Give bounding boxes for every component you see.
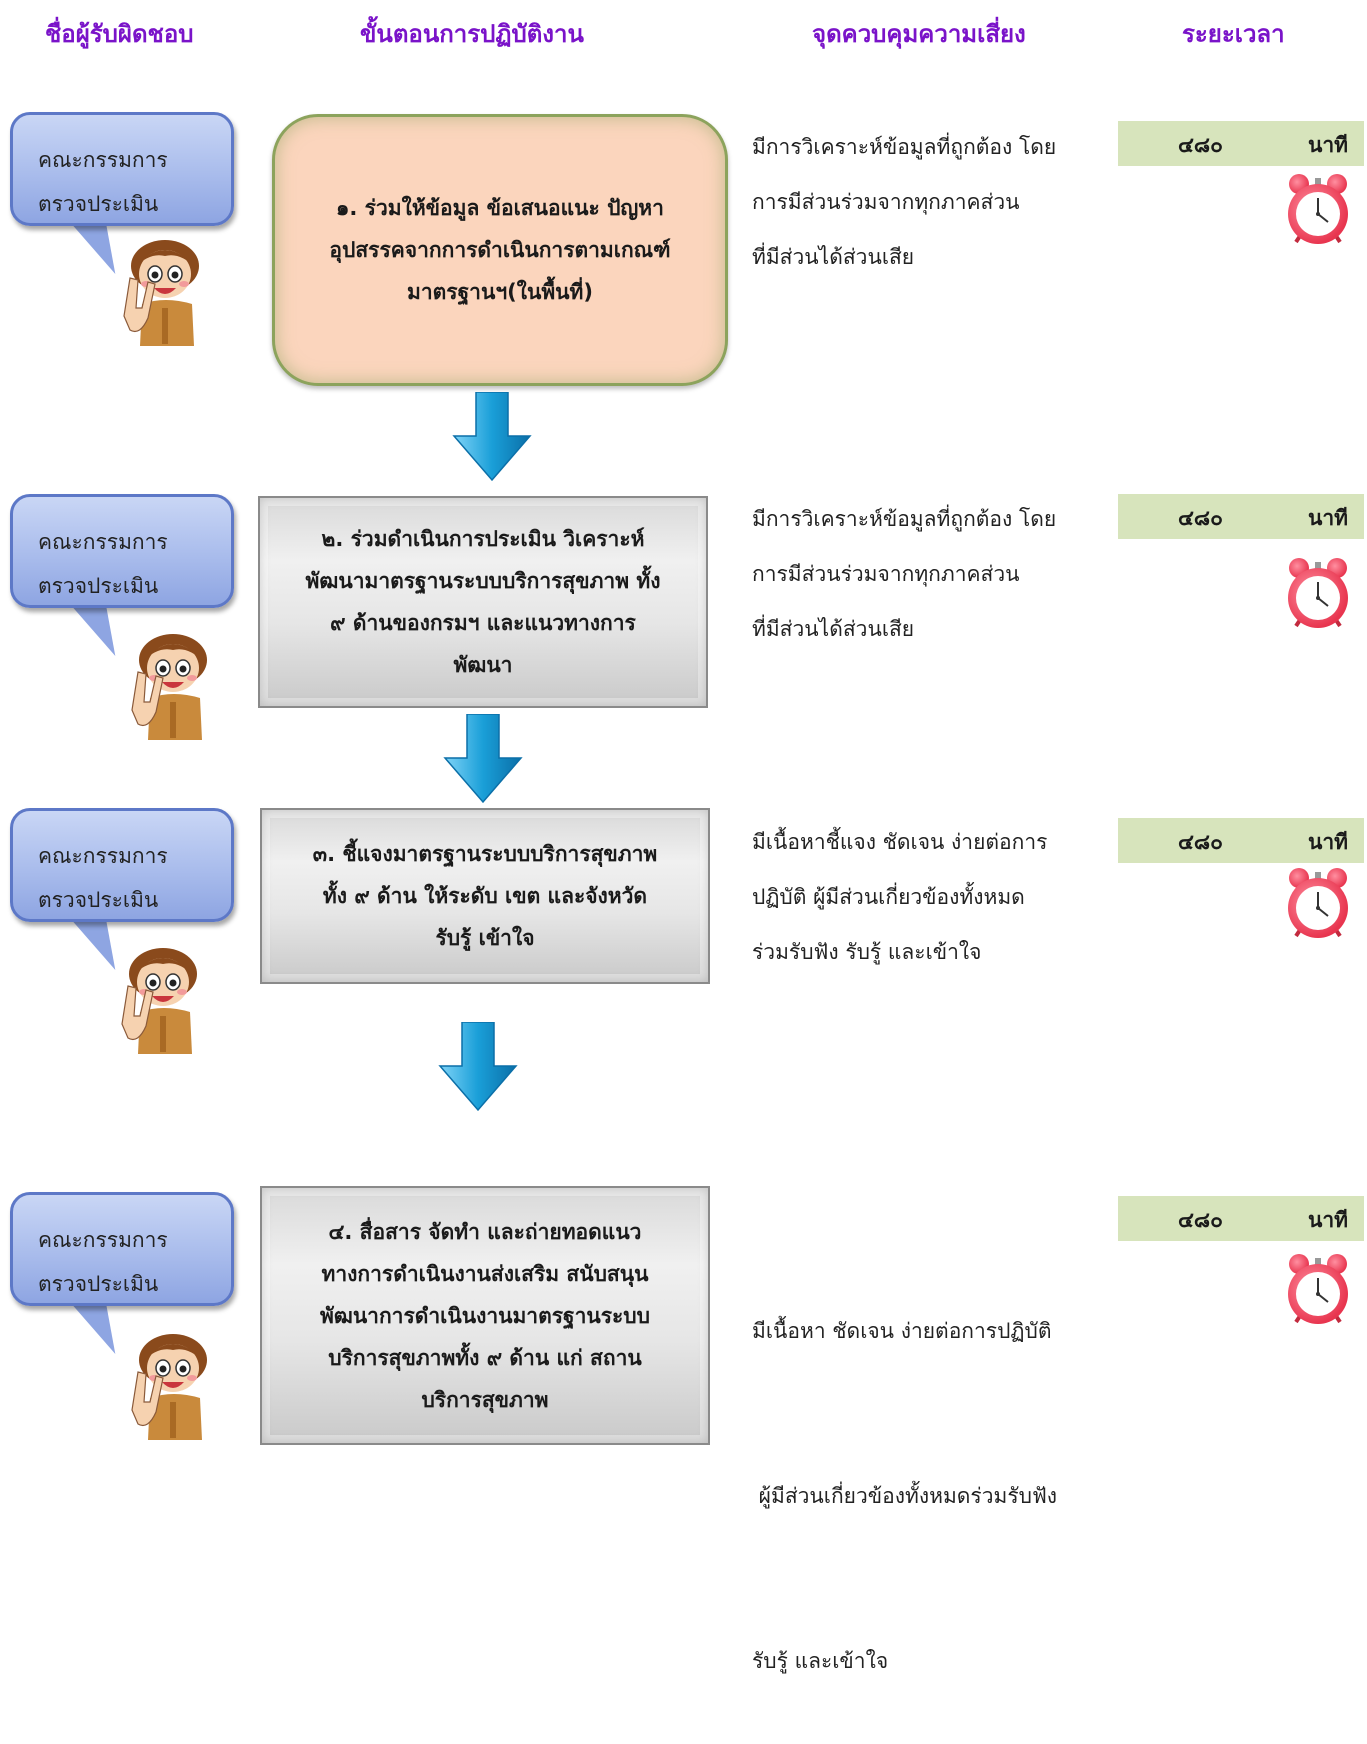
duration-band-2: ๔๘๐ นาที [1118, 494, 1364, 539]
duration-value: ๔๘๐ [1178, 133, 1223, 157]
alarm-clock-icon [1286, 866, 1350, 940]
header-duration: ระยะเวลา [1182, 20, 1285, 48]
duration-band-1: ๔๘๐ นาที [1118, 121, 1364, 166]
step-box-2: ๒. ร่วมดำเนินการประเมิน วิเคราะห์ พัฒนาม… [258, 496, 708, 708]
cartoon-girl-icon [131, 1333, 208, 1441]
responsible-label-1: คณะกรรมการ ตรวจประเมิน [38, 148, 168, 216]
duration-band-3: ๔๘๐ นาที [1118, 818, 1364, 863]
cartoon-girl-icon [123, 239, 200, 347]
down-arrow-icon [452, 392, 532, 482]
header-risk-control: จุดควบคุมความเสี่ยง [812, 20, 1026, 48]
duration-unit: นาที [1308, 1208, 1348, 1232]
duration-value: ๔๘๐ [1178, 506, 1223, 530]
header-steps: ขั้นตอนการปฏิบัติงาน [360, 20, 584, 48]
responsible-label-4: คณะกรรมการ ตรวจประเมิน [38, 1228, 168, 1296]
step-box-1: ๑. ร่วมให้ข้อมูล ข้อเสนอแนะ ปัญหา อุปสรร… [272, 114, 728, 386]
duration-unit: นาที [1308, 830, 1348, 854]
risk-control-4: มีเนื้อหา ชัดเจน ง่ายต่อการปฏิบัติ ผู้มี… [752, 1319, 1058, 1673]
duration-band-4: ๔๘๐ นาที [1118, 1196, 1364, 1241]
down-arrow-icon [443, 714, 523, 804]
alarm-clock-icon [1286, 172, 1350, 246]
risk-control-1: มีการวิเคราะห์ข้อมูลที่ถูกต้อง โดย การมี… [752, 135, 1057, 269]
duration-value: ๔๘๐ [1178, 830, 1223, 854]
risk-control-3: มีเนื้อหาชี้แจง ชัดเจน ง่ายต่อการ ปฏิบัต… [752, 830, 1048, 964]
alarm-clock-icon [1286, 1252, 1350, 1326]
cartoon-girl-icon [131, 633, 208, 741]
duration-unit: นาที [1308, 133, 1348, 157]
responsible-label-3: คณะกรรมการ ตรวจประเมิน [38, 844, 168, 912]
alarm-clock-icon [1286, 556, 1350, 630]
down-arrow-icon [438, 1022, 518, 1112]
responsible-label-2: คณะกรรมการ ตรวจประเมิน [38, 530, 168, 598]
risk-control-2: มีการวิเคราะห์ข้อมูลที่ถูกต้อง โดย การมี… [752, 507, 1057, 641]
duration-unit: นาที [1308, 506, 1348, 530]
step-box-3: ๓. ชี้แจงมาตรฐานระบบบริการสุขภาพ ทั้ง ๙ … [260, 808, 710, 984]
cartoon-girl-icon [121, 947, 198, 1055]
header-responsible: ชื่อผู้รับผิดชอบ [45, 20, 194, 48]
duration-value: ๔๘๐ [1178, 1208, 1223, 1232]
step-box-4: ๔. สื่อสาร จัดทำ และถ่ายทอดแนว ทางการดำเ… [260, 1186, 710, 1445]
